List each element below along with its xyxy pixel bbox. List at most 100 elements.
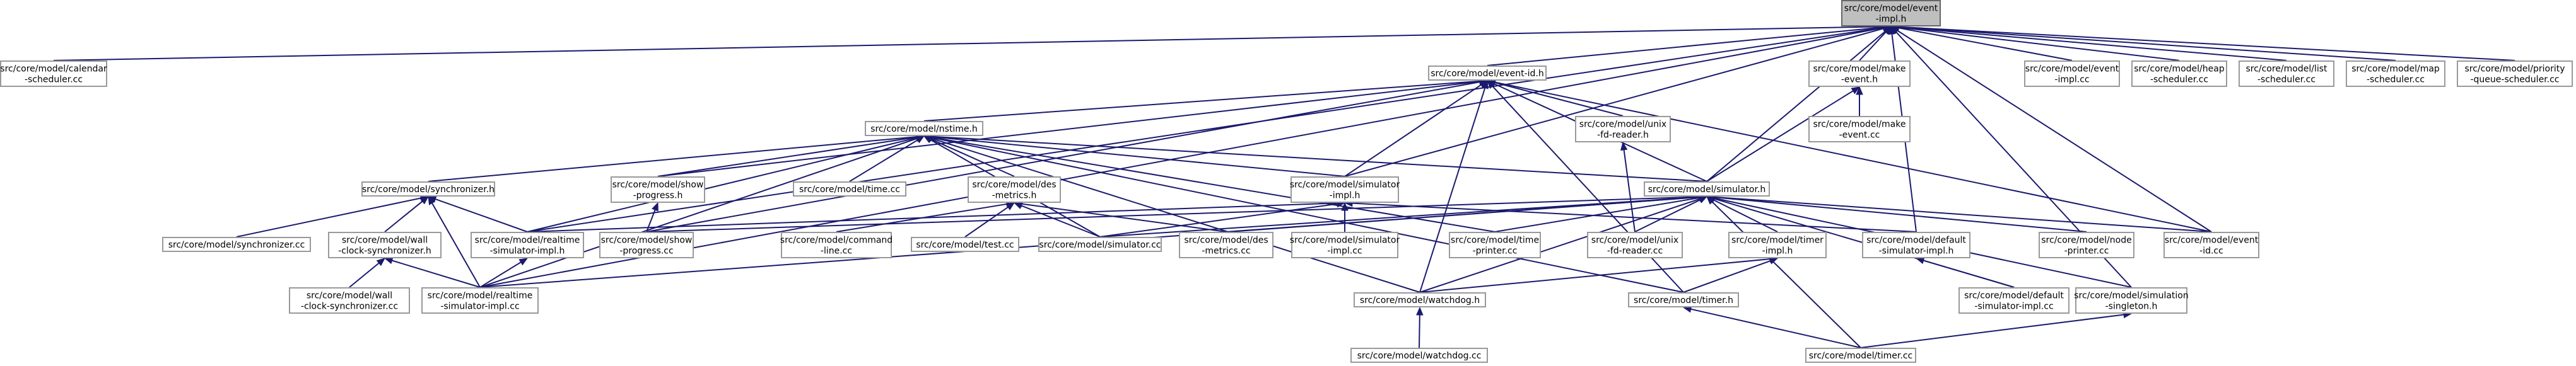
node-unix-fd-reader-cc[interactable]: src/core/model/unix-fd-reader.cc bbox=[1587, 232, 1683, 258]
node-box[interactable] bbox=[1862, 232, 1970, 258]
node-box[interactable] bbox=[968, 176, 1061, 203]
node-priority-queue-scheduler-cc[interactable]: src/core/model/priority-queue-scheduler.… bbox=[2457, 60, 2573, 87]
node-show-progress-cc[interactable]: src/core/model/show-progress.cc bbox=[599, 232, 694, 258]
node-box[interactable] bbox=[1587, 232, 1683, 258]
edge-line bbox=[923, 80, 1480, 122]
node-list-scheduler-cc[interactable]: src/core/model/list-scheduler.cc bbox=[2239, 60, 2334, 87]
node-box[interactable] bbox=[1808, 116, 1911, 142]
node-des-metrics-cc[interactable]: src/core/model/des-metrics.cc bbox=[1179, 232, 1273, 258]
node-default-simulator-impl-h[interactable]: src/core/model/default-simulator-impl.h bbox=[1862, 232, 1970, 258]
node-timer-impl-h[interactable]: src/core/model/timer-impl.h bbox=[1728, 232, 1827, 258]
node-synchronizer-cc[interactable]: src/core/model/synchronizer.cc bbox=[162, 237, 311, 252]
node-node-printer-cc[interactable]: src/core/model/node-printer.cc bbox=[2039, 232, 2134, 258]
node-box[interactable] bbox=[162, 237, 311, 252]
node-box[interactable] bbox=[1179, 232, 1273, 258]
node-box[interactable] bbox=[2457, 60, 2573, 87]
node-box[interactable] bbox=[2239, 60, 2334, 87]
node-command-line-cc[interactable]: src/core/model/command-line.cc bbox=[780, 232, 893, 258]
node-box[interactable] bbox=[1350, 348, 1488, 363]
node-time-printer-cc[interactable]: src/core/model/time-printer.cc bbox=[1449, 232, 1541, 258]
node-label: -scheduler.cc bbox=[25, 75, 83, 85]
node-box[interactable] bbox=[1628, 292, 1739, 307]
node-heap-scheduler-cc[interactable]: src/core/model/heap-scheduler.cc bbox=[2131, 60, 2227, 87]
node-box[interactable] bbox=[2039, 232, 2134, 258]
node-default-simulator-impl-cc[interactable]: src/core/model/default-simulator-impl.cc bbox=[1958, 287, 2070, 314]
node-box[interactable] bbox=[1291, 232, 1398, 258]
node-make-event-h[interactable]: src/core/model/make-event.h bbox=[1808, 60, 1911, 87]
node-box[interactable] bbox=[865, 121, 983, 136]
node-simulator-impl-cc[interactable]: src/core/model/simulator-impl.cc bbox=[1290, 232, 1400, 258]
node-calendar-scheduler-cc[interactable]: src/core/model/calendar-scheduler.cc bbox=[0, 60, 107, 87]
edge-line bbox=[1623, 149, 1636, 232]
edge-wall_clock_synchronizer_cc-to-wall_clock_synchronizer_h bbox=[349, 258, 386, 288]
node-nstime-h[interactable]: src/core/model/nstime.h bbox=[865, 121, 983, 136]
node-box[interactable] bbox=[421, 287, 539, 314]
node-box[interactable] bbox=[2131, 60, 2227, 87]
edge-line bbox=[931, 135, 1707, 182]
node-box[interactable] bbox=[2075, 287, 2187, 314]
node-box[interactable] bbox=[361, 181, 495, 197]
node-label: -metrics.h bbox=[992, 191, 1037, 201]
node-box[interactable] bbox=[599, 232, 694, 258]
node-wall-clock-synchronizer-h[interactable]: src/core/model/wall-clock-synchronizer.h bbox=[328, 232, 442, 258]
node-box[interactable] bbox=[781, 232, 892, 258]
node-event-impl-cc[interactable]: src/core/model/event-impl.cc bbox=[2024, 60, 2120, 87]
node-box[interactable] bbox=[328, 232, 442, 258]
node-realtime-simulator-impl-cc[interactable]: src/core/model/realtime-simulator-impl.c… bbox=[421, 287, 539, 314]
node-map-scheduler-cc[interactable]: src/core/model/map-scheduler.cc bbox=[2346, 60, 2445, 87]
node-label: src/core/model/des bbox=[972, 180, 1056, 190]
node-event-impl-h[interactable]: src/core/model/event-impl.h bbox=[1841, 0, 1941, 26]
node-timer-cc[interactable]: src/core/model/timer.cc bbox=[1805, 348, 1916, 363]
edge-line bbox=[1714, 197, 2087, 232]
node-event-id-h[interactable]: src/core/model/event-id.h bbox=[1428, 66, 1547, 81]
node-box[interactable] bbox=[2024, 60, 2120, 87]
node-watchdog-cc[interactable]: src/core/model/watchdog.cc bbox=[1350, 348, 1488, 363]
root-node-box[interactable] bbox=[1841, 0, 1941, 26]
node-label: src/core/model/synchronizer.h bbox=[362, 185, 495, 195]
node-box[interactable] bbox=[1805, 348, 1916, 363]
node-box[interactable] bbox=[611, 176, 705, 203]
edge-line bbox=[527, 202, 1338, 232]
node-synchronizer-h[interactable]: src/core/model/synchronizer.h bbox=[361, 181, 495, 197]
node-label: -scheduler.cc bbox=[2257, 75, 2315, 85]
edge-line bbox=[1099, 196, 1700, 237]
node-box[interactable] bbox=[793, 181, 906, 197]
node-box[interactable] bbox=[911, 237, 1019, 252]
node-box[interactable] bbox=[0, 60, 107, 87]
node-label: src/core/model/des bbox=[1184, 236, 1268, 246]
node-realtime-simulator-impl-h[interactable]: src/core/model/realtime-simulator-impl.h bbox=[471, 232, 584, 258]
node-box[interactable] bbox=[471, 232, 584, 258]
node-label: -impl.h bbox=[1876, 14, 1907, 25]
node-box[interactable] bbox=[2163, 232, 2259, 258]
node-event-id-cc[interactable]: src/core/model/event-id.cc bbox=[2163, 232, 2259, 258]
node-box[interactable] bbox=[1958, 287, 2070, 314]
node-box[interactable] bbox=[1808, 60, 1911, 87]
node-watchdog-h[interactable]: src/core/model/watchdog.h bbox=[1354, 292, 1486, 307]
node-simulation-singleton-h[interactable]: src/core/model/simulation-singleton.h bbox=[2074, 287, 2189, 314]
node-box[interactable] bbox=[1728, 232, 1827, 258]
node-box[interactable] bbox=[1575, 116, 1671, 142]
node-label: -event.cc bbox=[1839, 130, 1880, 140]
node-simulator-cc[interactable]: src/core/model/simulator.cc bbox=[1038, 237, 1162, 252]
node-timer-h[interactable]: src/core/model/timer.h bbox=[1628, 292, 1739, 307]
node-box[interactable] bbox=[1428, 66, 1547, 81]
node-box[interactable] bbox=[289, 287, 410, 314]
node-box[interactable] bbox=[1449, 232, 1541, 258]
node-test-cc[interactable]: src/core/model/test.cc bbox=[911, 237, 1019, 252]
node-box[interactable] bbox=[1291, 176, 1399, 203]
node-unix-fd-reader-h[interactable]: src/core/model/unix-fd-reader.h bbox=[1575, 116, 1671, 142]
node-time-cc[interactable]: src/core/model/time.cc bbox=[793, 181, 906, 197]
node-make-event-cc[interactable]: src/core/model/make-event.cc bbox=[1808, 116, 1911, 142]
node-des-metrics-h[interactable]: src/core/model/des-metrics.h bbox=[968, 176, 1061, 203]
node-box[interactable] bbox=[2346, 60, 2445, 87]
node-label: src/core/model/make bbox=[1813, 120, 1906, 130]
node-box[interactable] bbox=[1644, 181, 1770, 197]
node-simulator-impl-h[interactable]: src/core/model/simulator-impl.h bbox=[1290, 176, 1400, 203]
node-label: src/core/model/show bbox=[601, 236, 693, 246]
node-wall-clock-synchronizer-cc[interactable]: src/core/model/wall-clock-synchronizer.c… bbox=[289, 287, 410, 314]
node-simulator-h[interactable]: src/core/model/simulator.h bbox=[1644, 181, 1770, 197]
node-box[interactable] bbox=[1354, 292, 1486, 307]
node-box[interactable] bbox=[1038, 237, 1162, 252]
node-show-progress-h[interactable]: src/core/model/show-progress.h bbox=[611, 176, 705, 203]
